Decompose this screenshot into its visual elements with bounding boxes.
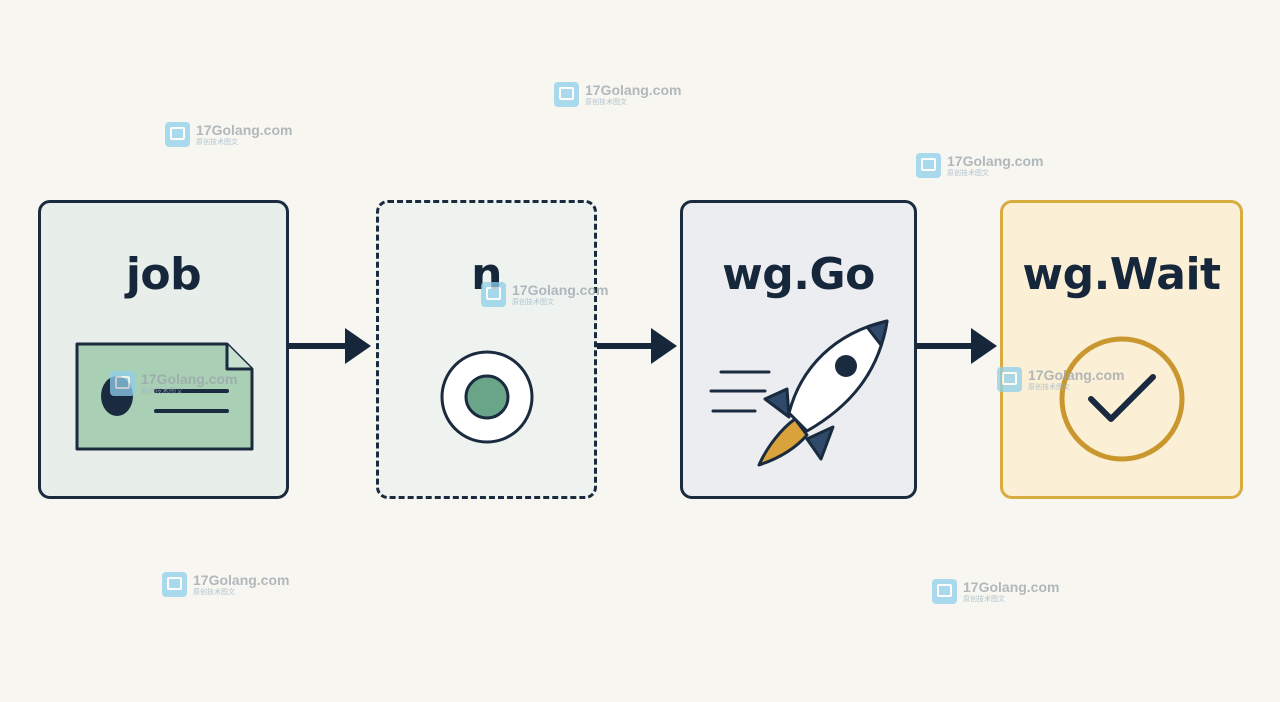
watermark-domain: 17Golang.com <box>512 282 609 298</box>
watermark: 17Golang.com 原创技术图文 <box>162 572 289 597</box>
watermark-logo-icon <box>554 82 579 107</box>
watermark-subtitle: 原创技术图文 <box>585 98 627 106</box>
watermark: 17Golang.com 原创技术图文 <box>165 122 292 147</box>
watermark-domain: 17Golang.com <box>196 122 293 138</box>
watermark-logo-icon <box>481 282 506 307</box>
watermark-subtitle: 原创技术图文 <box>193 588 235 596</box>
watermark-domain: 17Golang.com <box>1028 367 1125 383</box>
step-n-card: n <box>376 200 597 499</box>
watermark-domain: 17Golang.com <box>963 579 1060 595</box>
watermark: 17Golang.com 原创技术图文 <box>997 367 1124 392</box>
watermark-subtitle: 原创技术图文 <box>512 298 554 306</box>
watermark-logo-icon <box>110 371 135 396</box>
watermark-subtitle: 原创技术图文 <box>1028 383 1070 391</box>
watermark-logo-icon <box>165 122 190 147</box>
watermark: 17Golang.com 原创技术图文 <box>916 153 1043 178</box>
radio-dot-icon <box>440 350 534 444</box>
step-go-card: wg.Go <box>680 200 917 499</box>
watermark: 17Golang.com 原创技术图文 <box>481 282 608 307</box>
watermark-domain: 17Golang.com <box>947 153 1044 169</box>
watermark: 17Golang.com 原创技术图文 <box>554 82 681 107</box>
flow-arrow-3 <box>917 328 997 364</box>
watermark-subtitle: 原创技术图文 <box>141 387 183 395</box>
step-wait-label: wg.Wait <box>1022 249 1221 300</box>
watermark-domain: 17Golang.com <box>585 82 682 98</box>
watermark-domain: 17Golang.com <box>141 371 238 387</box>
watermark-subtitle: 原创技术图文 <box>196 138 238 146</box>
step-wait-card: wg.Wait <box>1000 200 1243 499</box>
id-card-icon <box>75 342 254 451</box>
flow-arrow-2 <box>597 328 677 364</box>
step-job-card: job <box>38 200 289 499</box>
check-circle-icon <box>1059 336 1185 462</box>
watermark-logo-icon <box>997 367 1022 392</box>
flow-arrow-1 <box>289 328 371 364</box>
watermark-logo-icon <box>916 153 941 178</box>
watermark-logo-icon <box>932 579 957 604</box>
watermark-logo-icon <box>162 572 187 597</box>
watermark-domain: 17Golang.com <box>193 572 290 588</box>
watermark: 17Golang.com 原创技术图文 <box>110 371 237 396</box>
watermark: 17Golang.com 原创技术图文 <box>932 579 1059 604</box>
step-job-label: job <box>125 249 202 300</box>
watermark-subtitle: 原创技术图文 <box>963 595 1005 603</box>
rocket-icon <box>709 319 889 467</box>
step-go-label: wg.Go <box>722 249 875 300</box>
watermark-subtitle: 原创技术图文 <box>947 169 989 177</box>
